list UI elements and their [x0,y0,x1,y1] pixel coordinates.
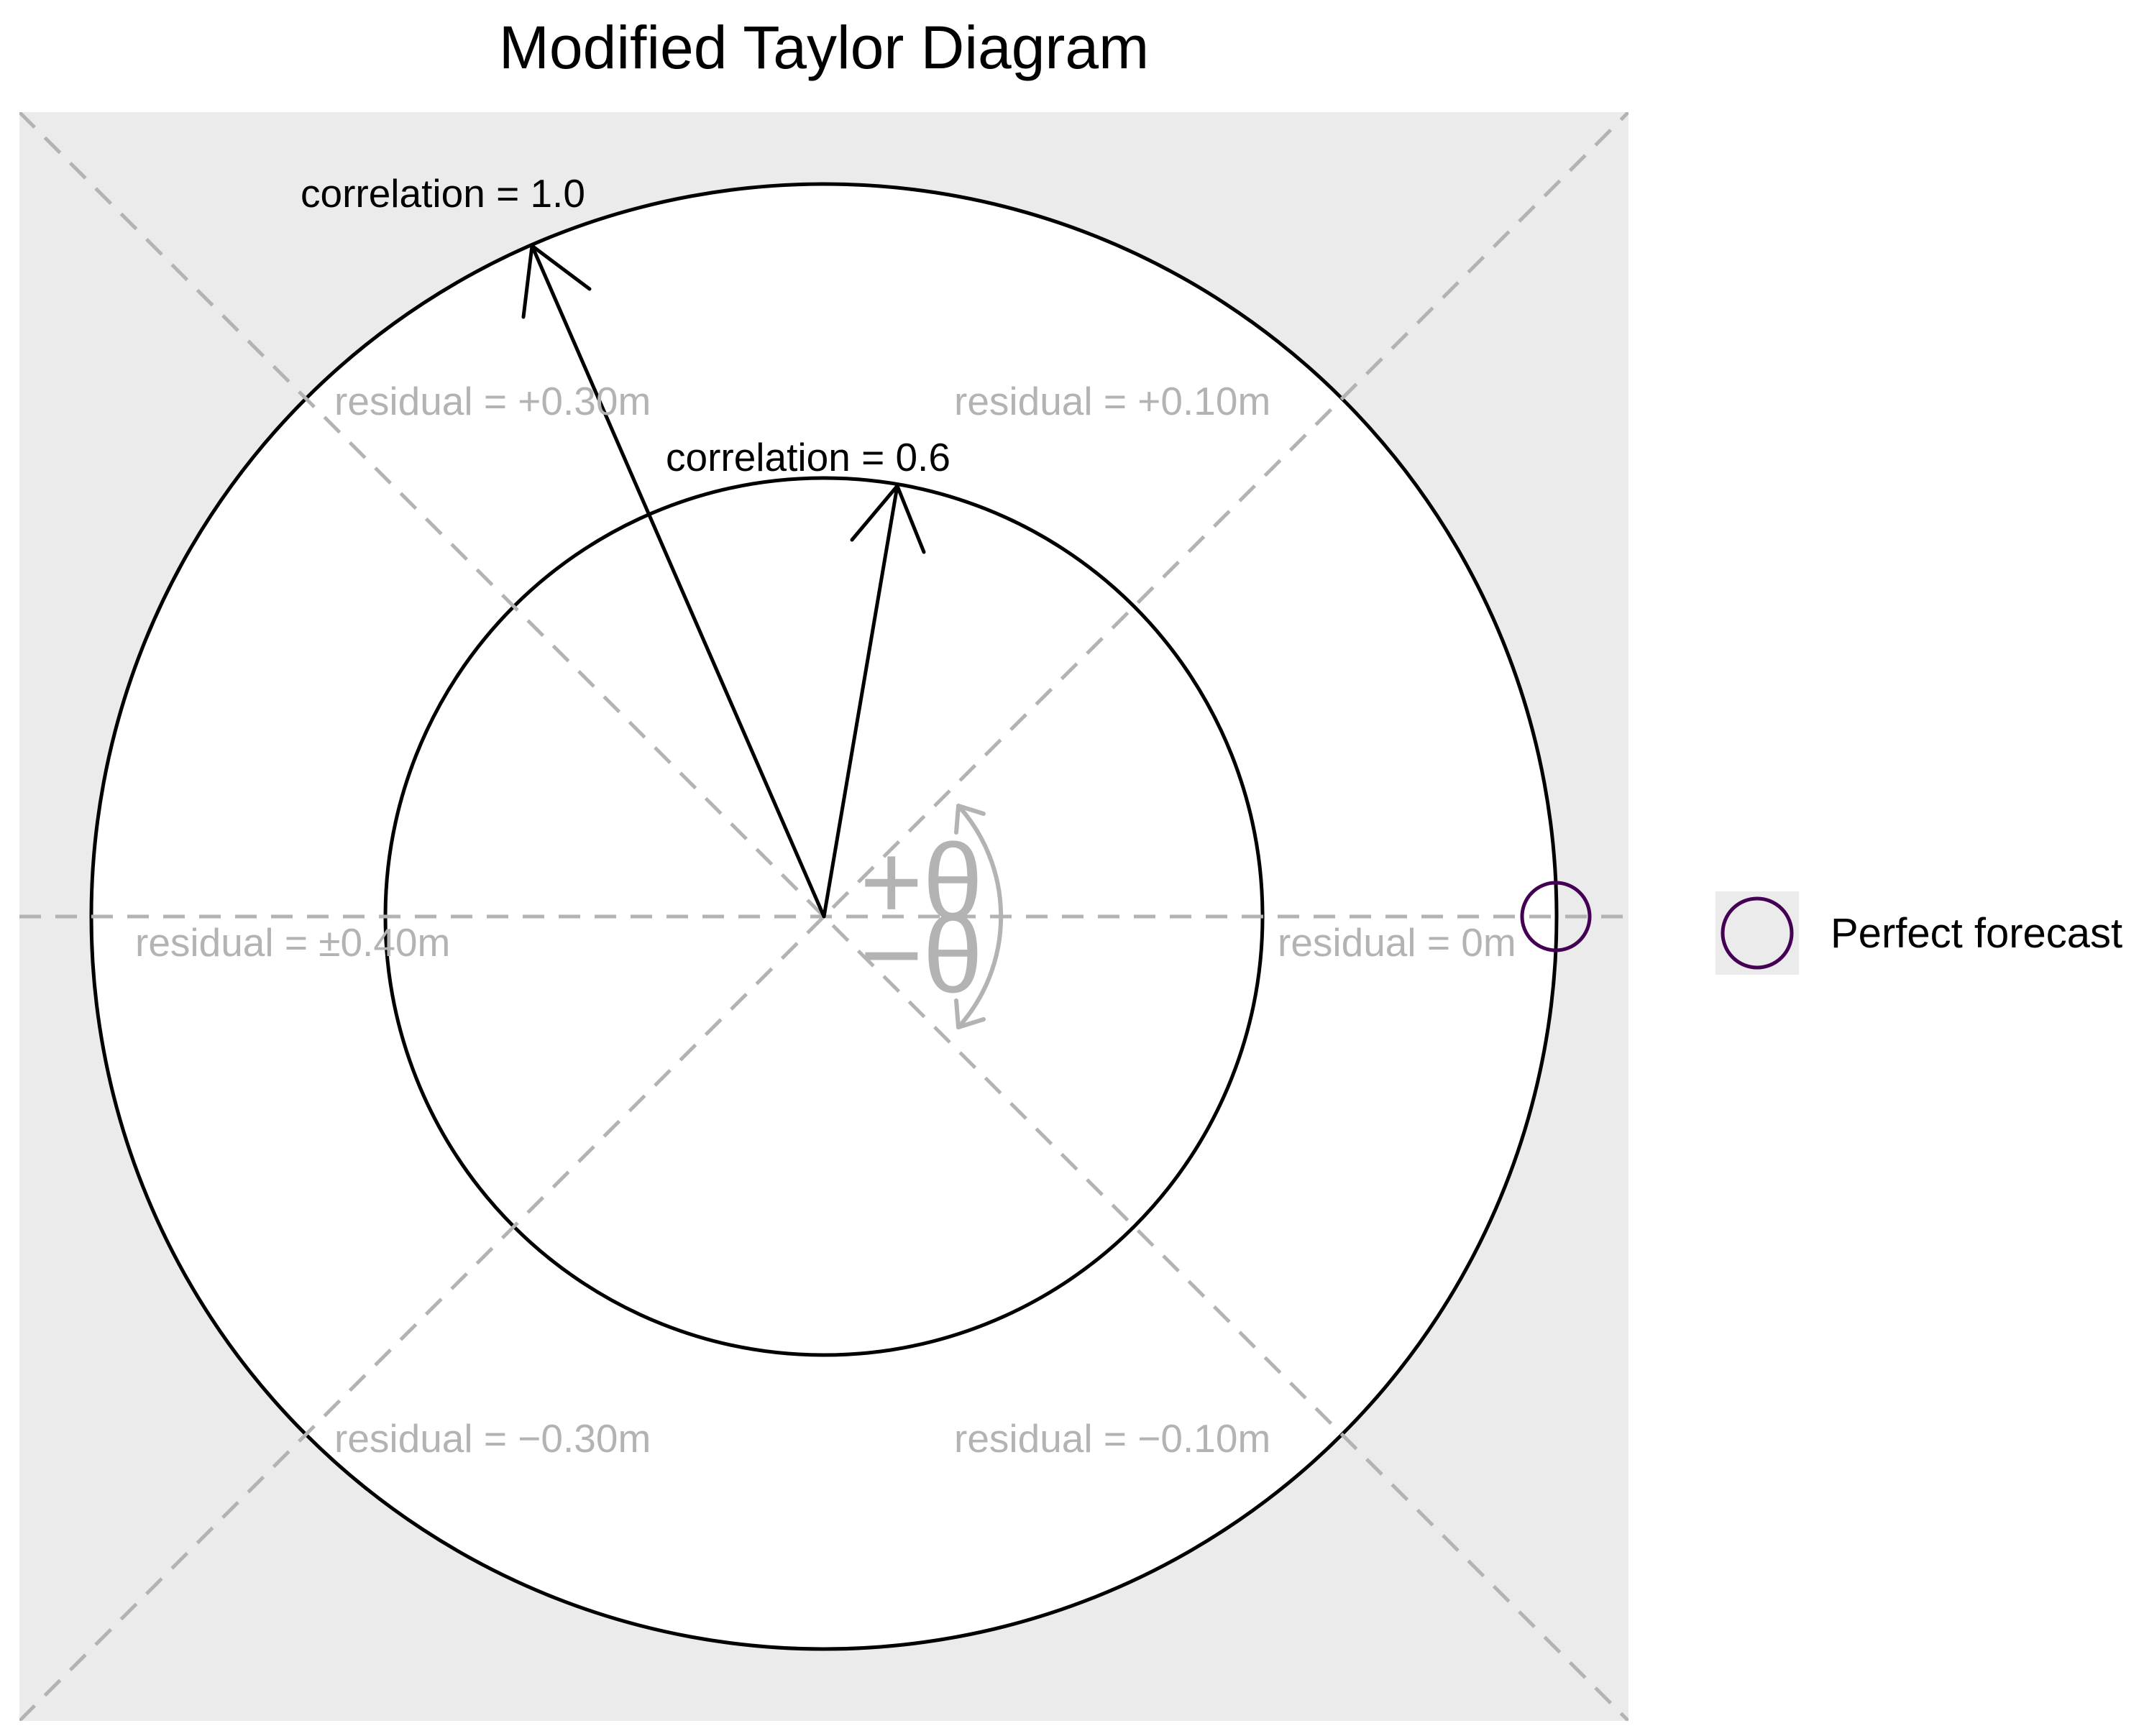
angle-minus-theta-label: −θ [860,894,983,1015]
legend-hollow-circle-icon [1721,896,1794,970]
legend-label: Perfect forecast [1831,910,2122,957]
angle-plus-theta-label: +θ [860,821,983,942]
guide-line-diagonal-ascending [19,112,1628,1721]
correlation-arrow-outer [521,244,826,919]
residual-label-upper-left: residual = +0.30m [334,379,651,423]
legend: Perfect forecast [1715,891,2122,975]
correlation-label-inner: correlation = 0.6 [666,435,950,479]
residual-label-left: residual = ±0.40m [135,920,450,965]
residual-label-upper-right: residual = +0.10m [954,379,1270,423]
legend-key-background [1715,891,1799,975]
perfect-forecast-marker [1520,881,1592,952]
residual-label-lower-left: residual = −0.30m [334,1416,651,1461]
correlation-label-outer: correlation = 1.0 [301,171,585,216]
correlation-arrow-inner [822,484,926,919]
curved-double-arrow-icon [954,804,1004,1029]
guide-line-diagonal-descending [19,112,1628,1721]
angle-indicator: +θ −θ [860,804,1004,1029]
diagram-title: Modified Taylor Diagram [499,14,1149,81]
residual-label-lower-right: residual = −0.10m [954,1416,1270,1461]
residual-label-right: residual = 0m [1278,920,1516,965]
